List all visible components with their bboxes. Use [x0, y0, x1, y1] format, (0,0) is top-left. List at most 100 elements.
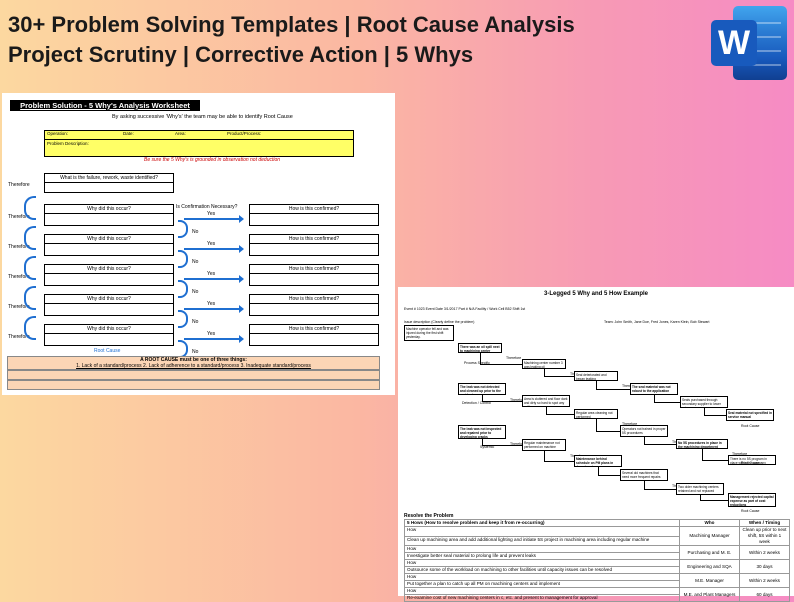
no-label: No	[192, 289, 199, 295]
how-label: How	[404, 545, 680, 553]
root-cause-rules: A ROOT CAUSE must be one of three things…	[7, 356, 380, 370]
no-arrow-icon	[178, 280, 188, 298]
operation-field: Operation:	[47, 131, 69, 136]
connector-line	[546, 407, 575, 415]
how-label: How	[404, 526, 680, 537]
cause-box: There was an oil spill next to machining…	[458, 343, 502, 353]
how-text: Outsource some of the workload on machin…	[404, 566, 680, 574]
when-cell: Within 2 weeks	[739, 573, 790, 588]
cause-box: Seal deteriorated and began leaking	[574, 371, 618, 381]
no-label: No	[192, 319, 199, 325]
who-cell: Machining Manager	[679, 526, 740, 546]
root-cause-row	[7, 380, 380, 390]
flow-arrow-icon	[24, 316, 36, 340]
who-cell: M.E. and Plant Managers	[679, 587, 740, 602]
cause-box: Maintenance behind schedule on PM plans …	[574, 455, 622, 467]
who-cell: Engineering and SQA	[679, 559, 740, 574]
product-field: Product/Process:	[227, 131, 262, 136]
cause-box: The seal material was not robust to the …	[630, 383, 678, 395]
flow-arrow-icon	[24, 256, 36, 280]
column-header: Who	[679, 519, 740, 527]
therefore-label: Therefore	[8, 334, 30, 340]
cause-box: No 5S procedures in place in the machini…	[676, 439, 728, 449]
yes-arrow-icon	[184, 275, 244, 283]
connector-line	[704, 408, 727, 416]
yes-label: Yes	[207, 271, 216, 277]
root-cause-label: Root Cause	[741, 461, 760, 465]
worksheet-title: Problem Solution - 5 Why's Analysis Work…	[10, 100, 200, 111]
observation-note: Be sure the 5 Why's is grounded in obser…	[144, 157, 281, 163]
connector-line	[482, 439, 523, 446]
root-cause-row	[7, 370, 380, 380]
therefore-label: Therefore	[622, 384, 637, 388]
why-box[interactable]: Why did this occur?	[44, 234, 174, 256]
therefore-label: Therefore	[510, 398, 526, 402]
cause-box: Several old machines that need more freq…	[620, 469, 668, 481]
confirm-box[interactable]: How is this confirmed?	[249, 324, 379, 346]
cause-box: Management rejected capital expense as p…	[728, 493, 776, 507]
therefore-label: Therefore	[510, 442, 526, 446]
therefore-label: Therefore	[8, 214, 30, 220]
how-text: Investigate better seal material to prol…	[404, 552, 680, 560]
why-box[interactable]: Why did this occur?	[44, 324, 174, 346]
connector-line	[598, 467, 621, 476]
cause-box: Regular maintenance not performed on mac…	[522, 439, 566, 451]
no-arrow-icon	[178, 220, 188, 238]
when-cell: 30 days	[739, 559, 790, 574]
flow-arrow-icon	[24, 196, 36, 220]
failure-box: What is the failure, rework, waste ident…	[44, 173, 174, 193]
cause-box: There is no 5S program in place within t…	[728, 455, 776, 465]
connector-line	[544, 451, 575, 462]
area-field: Area:	[175, 131, 186, 136]
issue-label: Issue description (Clearly define the pr…	[404, 320, 475, 324]
table-header-row: 5 Hows (How to resolve problem and keep …	[404, 519, 790, 527]
yes-arrow-icon	[184, 335, 244, 343]
yes-label: Yes	[207, 301, 216, 307]
cause-box: Regular area cleaning not performed	[574, 409, 618, 419]
how-label: How	[404, 559, 680, 567]
cause-box: Seal material not specified in service m…	[726, 409, 774, 421]
why-box[interactable]: Why did this occur?	[44, 294, 174, 316]
why-box[interactable]: Why did this occur?	[44, 264, 174, 286]
connector-line	[480, 353, 523, 365]
yes-label: Yes	[207, 331, 216, 337]
yes-arrow-icon	[184, 245, 244, 253]
when-cell: Within 2 weeks	[739, 545, 790, 560]
connector-line	[482, 395, 523, 402]
leg-process-label: Process Specific	[464, 361, 490, 365]
page-title: 30+ Problem Solving Templates | Root Cau…	[8, 12, 575, 37]
yes-label: Yes	[207, 241, 216, 247]
confirm-box[interactable]: How is this confirmed?	[249, 234, 379, 256]
flow-arrow-icon	[24, 226, 36, 250]
connector-line	[596, 381, 631, 390]
therefore-label: Therefore	[732, 452, 748, 456]
therefore-label: Therefore	[8, 304, 30, 310]
who-cell: M.E. Manager	[679, 573, 740, 588]
confirm-box[interactable]: How is this confirmed?	[249, 294, 379, 316]
no-arrow-icon	[178, 250, 188, 268]
connector-line	[700, 495, 729, 501]
cause-box: The leak was not detected and cleaned up…	[458, 383, 506, 395]
three-legged-5why-worksheet: 3-Legged 5 Why and 5 How Example Event #…	[398, 287, 794, 602]
confirm-box[interactable]: How is this confirmed?	[249, 204, 379, 226]
confirm-box[interactable]: How is this confirmed?	[249, 264, 379, 286]
worksheet-subtitle: By asking successive 'Why's' the team ma…	[112, 114, 293, 120]
team-label: Team: John Smith, Jane Doe, Fred Jones, …	[604, 320, 710, 324]
why-box[interactable]: Why did this occur?	[44, 204, 174, 226]
no-label: No	[192, 229, 199, 235]
therefore-label: Therefore	[506, 356, 522, 360]
how-text: Clean up machining area and add addition…	[404, 535, 680, 546]
column-header: 5 Hows (How to resolve problem and keep …	[404, 519, 680, 527]
when-cell: Clean up prior to next shift, 5S within …	[739, 526, 790, 546]
connector-line	[644, 481, 677, 490]
connector-line	[544, 369, 575, 377]
cause-box: The leak was not inspected and repaired …	[458, 425, 506, 439]
therefore-label: Therefore	[622, 422, 638, 426]
word-icon: W	[707, 2, 787, 86]
five-whys-worksheet: Problem Solution - 5 Why's Analysis Work…	[2, 93, 395, 395]
cause-box: Operators not trained in proper 5S proce…	[620, 425, 668, 437]
